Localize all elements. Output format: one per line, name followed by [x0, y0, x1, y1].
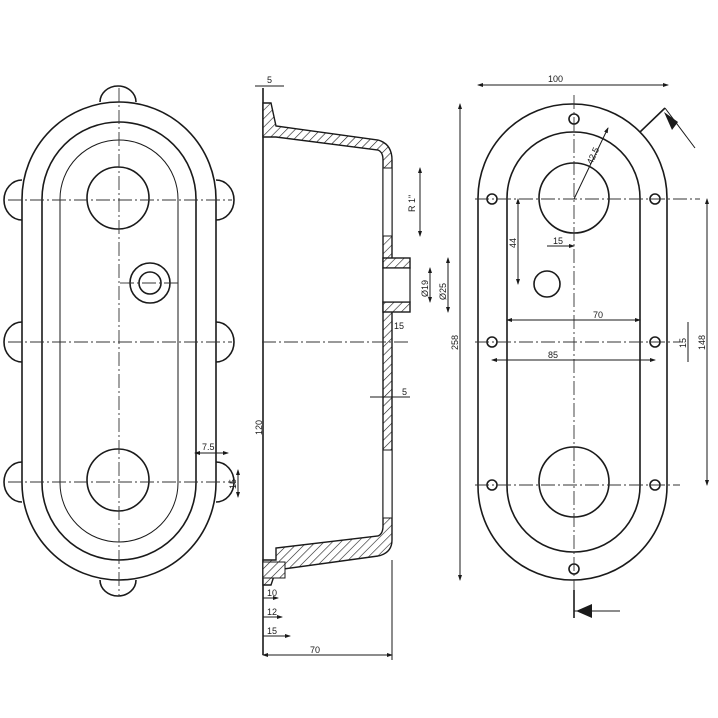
dim-height: 120: [254, 420, 264, 435]
dim-radius: 42.5: [585, 146, 601, 166]
bottom-port-circle: [86, 448, 150, 512]
dim-length: 258: [450, 335, 460, 350]
lugs: [3, 85, 235, 597]
dim-10: 10: [267, 588, 277, 598]
boss-bottom: [382, 301, 411, 313]
dim-wall: 5: [402, 387, 407, 397]
dim-15: 15: [267, 626, 277, 636]
front-view: 7.5 15: [3, 85, 240, 597]
dim-width: 100: [548, 74, 563, 84]
small-port-circle: [533, 270, 561, 298]
dim-lug-width: 7.5: [202, 442, 215, 452]
dim-offset-y: 44: [508, 238, 518, 248]
top-port-circle: [86, 166, 150, 230]
dim-boss-dia: Ø25: [438, 283, 448, 300]
dim-hole-spacing: 85: [548, 350, 558, 360]
dim-center-distance: 148: [697, 335, 707, 350]
dim-inner-width: 70: [593, 310, 603, 320]
dim-depth: 70: [310, 645, 320, 655]
section-arrow-bottom-icon: [573, 590, 620, 618]
wall-section: [262, 102, 393, 586]
dim-offset-x: 15: [553, 236, 563, 246]
section-arrow-top-icon: [639, 107, 696, 149]
dim-lug-height: 15: [228, 479, 238, 489]
boss-top: [382, 257, 411, 269]
dim-slot: 15: [678, 338, 688, 348]
rear-view: 100 258 42.5 44 15 70 85 15 148: [450, 74, 709, 618]
dim-12: 12: [267, 607, 277, 617]
dim-boss-len: 15: [394, 321, 404, 331]
dim-bore: Ø19: [420, 280, 430, 297]
dim-flange: 5: [267, 75, 272, 85]
dim-thread: R 1": [407, 195, 417, 212]
section-view: 5 R 1" Ø19 Ø25 15 5 120 10 12 15 70: [254, 75, 450, 660]
bolt-holes: [486, 113, 661, 575]
